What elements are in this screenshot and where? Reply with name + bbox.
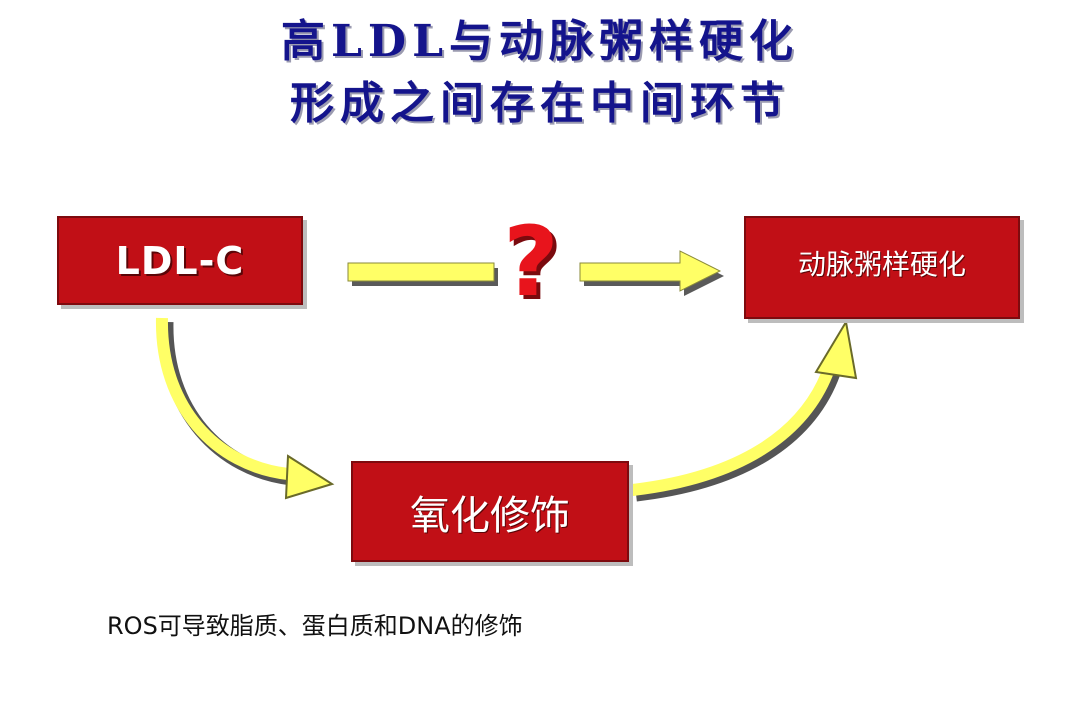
node-oxidative-modification: 氧化修饰 [351, 461, 629, 562]
slide-title-line-2: 形成之间存在中间环节 [290, 78, 790, 129]
footnote-text: ROS可导致脂质、蛋白质和DNA的修饰 [107, 612, 523, 640]
node-ldl-c-label: LDL-C [115, 238, 245, 283]
node-atherosclerosis-label: 动脉粥样硬化 [797, 247, 966, 281]
question-mark: ? [503, 206, 559, 318]
curved-arrow-ldl-to-oxidation [155, 317, 335, 500]
curved-arrow-oxidation-to-atherosclerosis [631, 319, 858, 502]
direct-arrow-right-segment [579, 250, 724, 296]
slide-title-line-1: 高LDL与动脉粥样硬化 [280, 16, 800, 67]
node-atherosclerosis: 动脉粥样硬化 [744, 216, 1020, 319]
direct-arrow-left-segment [347, 262, 498, 286]
node-oxidative-modification-label: 氧化修饰 [410, 492, 570, 539]
node-ldl-c: LDL-C [57, 216, 303, 305]
